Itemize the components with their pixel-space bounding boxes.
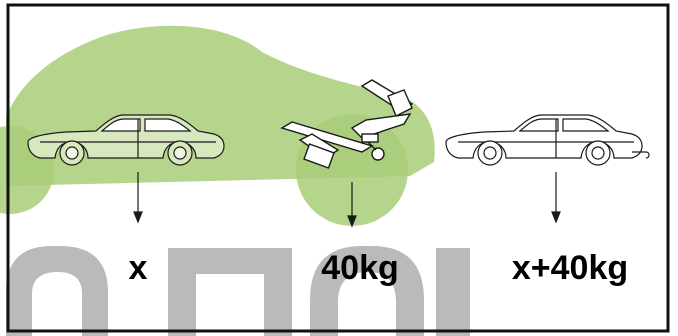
watermark-letter-o2 <box>310 246 424 336</box>
car-weight-label: x <box>128 249 148 287</box>
car-left-windows <box>100 118 192 132</box>
arrow-right-head <box>551 211 561 224</box>
total-weight-label: x+40kg <box>511 249 629 287</box>
watermark-letter-o <box>6 246 108 336</box>
hitch-weight-label: 40kg <box>321 249 399 287</box>
watermark-letter-p <box>168 248 292 336</box>
hitch-ball <box>371 147 385 161</box>
car-left-hub-front <box>173 146 187 160</box>
down-arrows <box>133 172 561 228</box>
hitch-left-mount <box>303 143 335 169</box>
arrow-middle-head <box>347 215 357 228</box>
diagram-frame <box>6 3 670 333</box>
tow-hitch <box>280 79 414 169</box>
car-right-windows <box>518 118 610 132</box>
watermark-letters <box>6 246 470 336</box>
hitch-right-bracket <box>387 89 413 117</box>
car-right <box>445 114 650 166</box>
hitch-center-beam <box>350 113 412 139</box>
car-right-hub-front <box>591 146 605 160</box>
watermark-letter-v <box>436 248 470 336</box>
car-left-hub-rear <box>65 146 79 160</box>
car-left <box>27 114 225 166</box>
car-right-hub-rear <box>483 146 497 160</box>
car-right-towball <box>632 151 650 159</box>
hitch-plate <box>361 133 379 143</box>
arrow-left-head <box>133 211 143 224</box>
